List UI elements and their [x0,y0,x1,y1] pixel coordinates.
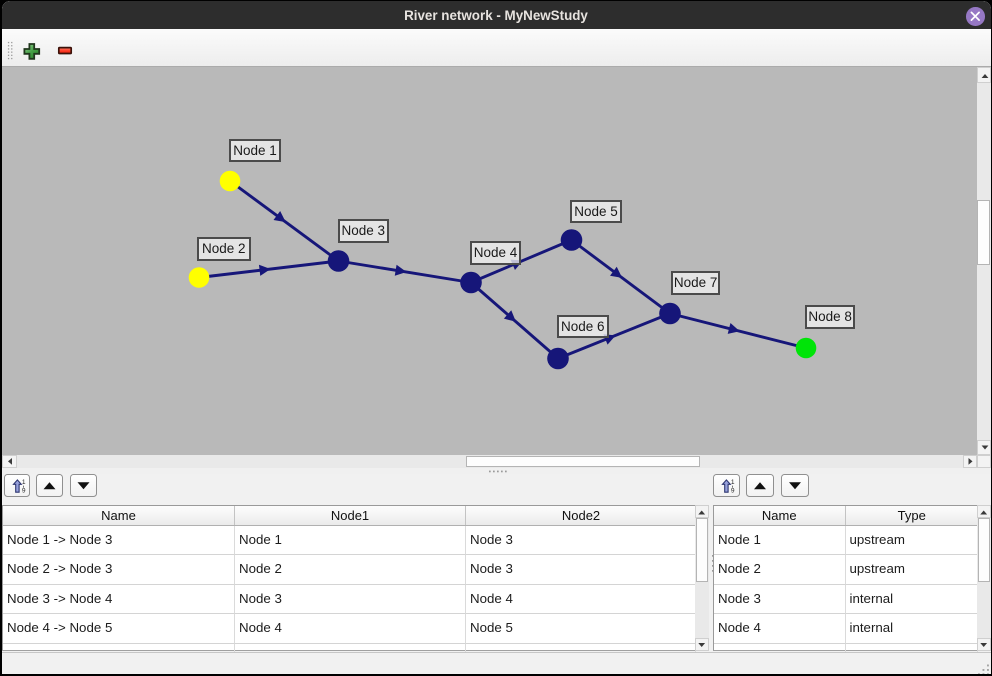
svg-text:9: 9 [731,487,735,494]
svg-text:1: 1 [731,479,735,486]
svg-text:1: 1 [21,479,25,486]
svg-text:9: 9 [21,487,25,494]
